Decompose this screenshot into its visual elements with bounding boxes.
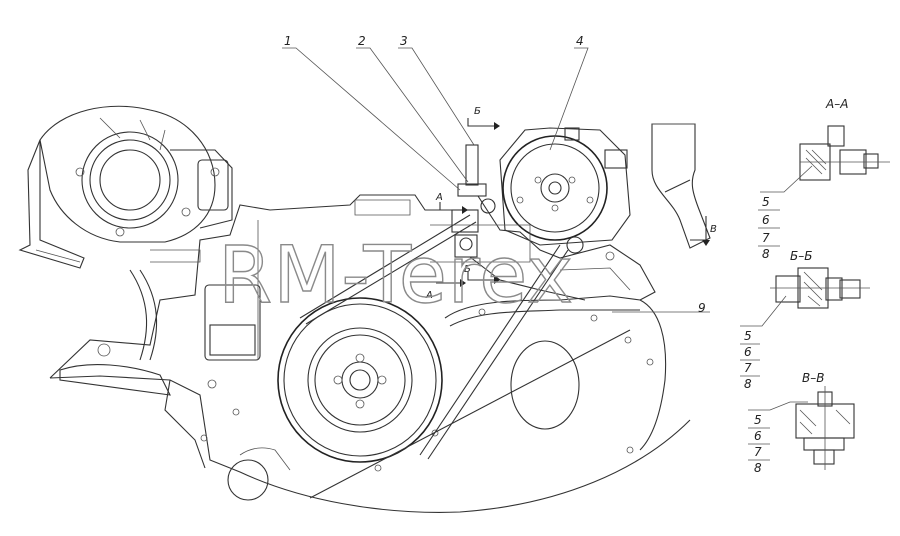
section-bb-detail [740,267,870,377]
section-vv-detail [748,386,855,470]
timing-cover [444,295,667,454]
section-title-bb: Б–Б [790,249,812,263]
part-7-vv: 7 [754,445,762,459]
engine-block [49,194,691,513]
part-5-bb: 5 [744,329,752,343]
crankshaft-pulley [277,297,443,463]
part-5-aa: 5 [762,195,770,209]
part-8-aa-visible: 8 [762,247,770,261]
section-mark-a-upper: А [435,192,443,203]
turbocharger [18,105,233,269]
part-6-vv: 6 [754,429,762,443]
callout-9: 9 [698,301,706,315]
callout-leaders [282,47,710,313]
section-mark-a-lower: А [425,290,433,301]
callout-2: 2 [358,34,366,48]
part-8-vv: 8 [754,461,762,475]
section-title-aa: А–А [825,97,848,111]
callout-4: 4 [576,34,584,48]
section-mark-b-top: Б [474,106,481,117]
drive-belt [299,214,631,499]
part-5-vv: 5 [754,413,762,427]
section-mark-v: В [710,224,717,235]
part-6-aa: 6 [762,213,770,227]
callout-1: 1 [284,34,292,48]
section-markers [436,118,710,287]
coolant-pipe [651,123,711,249]
watermark: RM-Terex [218,231,574,321]
section-title-vv: В–В [802,371,824,385]
section-mark-b-lower: Б [464,264,471,275]
part-6-bb: 6 [744,345,752,359]
part-7-bb: 7 [744,361,752,375]
section-aa-detail [758,125,890,247]
tensioner-bracket [430,144,656,301]
callout-3: 3 [400,34,408,48]
part-7-aa: 7 [762,231,770,245]
part-8-bb: 8 [744,377,752,391]
